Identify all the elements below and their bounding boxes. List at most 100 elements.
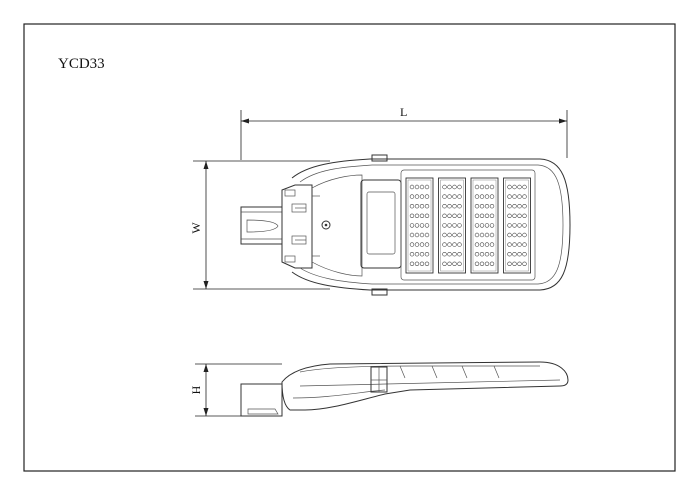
led-icon bbox=[517, 204, 522, 209]
led-icon bbox=[409, 252, 415, 257]
led-icon bbox=[512, 184, 517, 190]
led-icon bbox=[507, 184, 512, 190]
led-icon bbox=[442, 204, 447, 209]
led-icon bbox=[409, 242, 415, 247]
side-pole-arm bbox=[240, 383, 283, 417]
led-icon bbox=[522, 261, 527, 266]
led-icon bbox=[489, 213, 495, 219]
led-icon bbox=[442, 213, 447, 219]
led-icon bbox=[442, 232, 447, 238]
led-icon bbox=[419, 204, 425, 209]
height-dimension: H bbox=[189, 363, 282, 417]
led-icon bbox=[474, 232, 480, 238]
led-icon bbox=[484, 223, 490, 228]
led-icon bbox=[457, 213, 462, 219]
led-module bbox=[470, 177, 499, 274]
led-icon bbox=[414, 194, 420, 199]
led-icon bbox=[484, 242, 490, 247]
led-icon bbox=[414, 261, 420, 266]
led-icon bbox=[419, 232, 425, 238]
led-icon bbox=[517, 242, 522, 247]
led-icon bbox=[452, 194, 457, 199]
led-icon bbox=[414, 232, 420, 238]
led-icon bbox=[474, 252, 480, 257]
led-icon bbox=[489, 252, 495, 257]
led-icon bbox=[517, 194, 522, 199]
led-icon bbox=[424, 223, 430, 228]
led-icon bbox=[479, 242, 485, 247]
led-icon bbox=[484, 184, 490, 190]
side-view: H bbox=[189, 361, 569, 417]
led-icon bbox=[474, 204, 480, 209]
led-icon bbox=[489, 223, 495, 228]
led-icon bbox=[452, 252, 457, 257]
led-icon bbox=[452, 223, 457, 228]
led-icon bbox=[447, 252, 452, 257]
led-icon bbox=[522, 213, 527, 219]
led-icon bbox=[507, 213, 512, 219]
led-icon bbox=[522, 242, 527, 247]
led-icon bbox=[457, 184, 462, 190]
led-icon bbox=[517, 223, 522, 228]
width-label: W bbox=[189, 222, 203, 234]
led-icon bbox=[452, 242, 457, 247]
led-panel bbox=[400, 169, 536, 281]
led-icon bbox=[517, 184, 522, 190]
led-icon bbox=[419, 213, 425, 219]
led-icon bbox=[512, 261, 517, 266]
led-icon bbox=[484, 261, 490, 266]
led-icon bbox=[452, 184, 457, 190]
led-icon bbox=[452, 204, 457, 209]
led-icon bbox=[457, 252, 462, 257]
led-icon bbox=[447, 261, 452, 266]
led-icon bbox=[489, 204, 495, 209]
led-icon bbox=[479, 223, 485, 228]
led-icon bbox=[447, 242, 452, 247]
led-icon bbox=[479, 252, 485, 257]
led-icon bbox=[414, 223, 420, 228]
led-icon bbox=[419, 252, 425, 257]
led-icon bbox=[409, 213, 415, 219]
led-icon bbox=[457, 232, 462, 238]
led-icon bbox=[447, 223, 452, 228]
led-icon bbox=[512, 232, 517, 238]
led-icon bbox=[424, 184, 430, 190]
led-icon bbox=[484, 204, 490, 209]
led-icon bbox=[424, 242, 430, 247]
led-icon bbox=[489, 242, 495, 247]
led-icon bbox=[517, 213, 522, 219]
led-icon bbox=[507, 232, 512, 238]
led-icon bbox=[479, 213, 485, 219]
led-icon bbox=[474, 213, 480, 219]
led-icon bbox=[424, 213, 430, 219]
led-icon bbox=[457, 204, 462, 209]
led-icon bbox=[474, 223, 480, 228]
driver-compartment bbox=[360, 179, 402, 269]
led-icon bbox=[484, 252, 490, 257]
led-icon bbox=[507, 223, 512, 228]
led-icon bbox=[474, 261, 480, 266]
led-icon bbox=[479, 194, 485, 199]
led-icon bbox=[442, 261, 447, 266]
led-icon bbox=[522, 223, 527, 228]
led-icon bbox=[457, 261, 462, 266]
top-latch bbox=[371, 154, 388, 162]
led-icon bbox=[419, 194, 425, 199]
led-icon bbox=[522, 232, 527, 238]
led-icon bbox=[424, 194, 430, 199]
led-icon bbox=[447, 194, 452, 199]
led-icon bbox=[424, 261, 430, 266]
led-icon bbox=[442, 223, 447, 228]
led-icon bbox=[409, 184, 415, 190]
led-icon bbox=[474, 184, 480, 190]
led-icon bbox=[414, 204, 420, 209]
led-icon bbox=[479, 261, 485, 266]
led-icon bbox=[512, 242, 517, 247]
led-icon bbox=[447, 213, 452, 219]
drawing-frame bbox=[23, 23, 676, 472]
led-icon bbox=[479, 232, 485, 238]
led-icon bbox=[424, 204, 430, 209]
led-icon bbox=[414, 184, 420, 190]
led-icon bbox=[479, 184, 485, 190]
